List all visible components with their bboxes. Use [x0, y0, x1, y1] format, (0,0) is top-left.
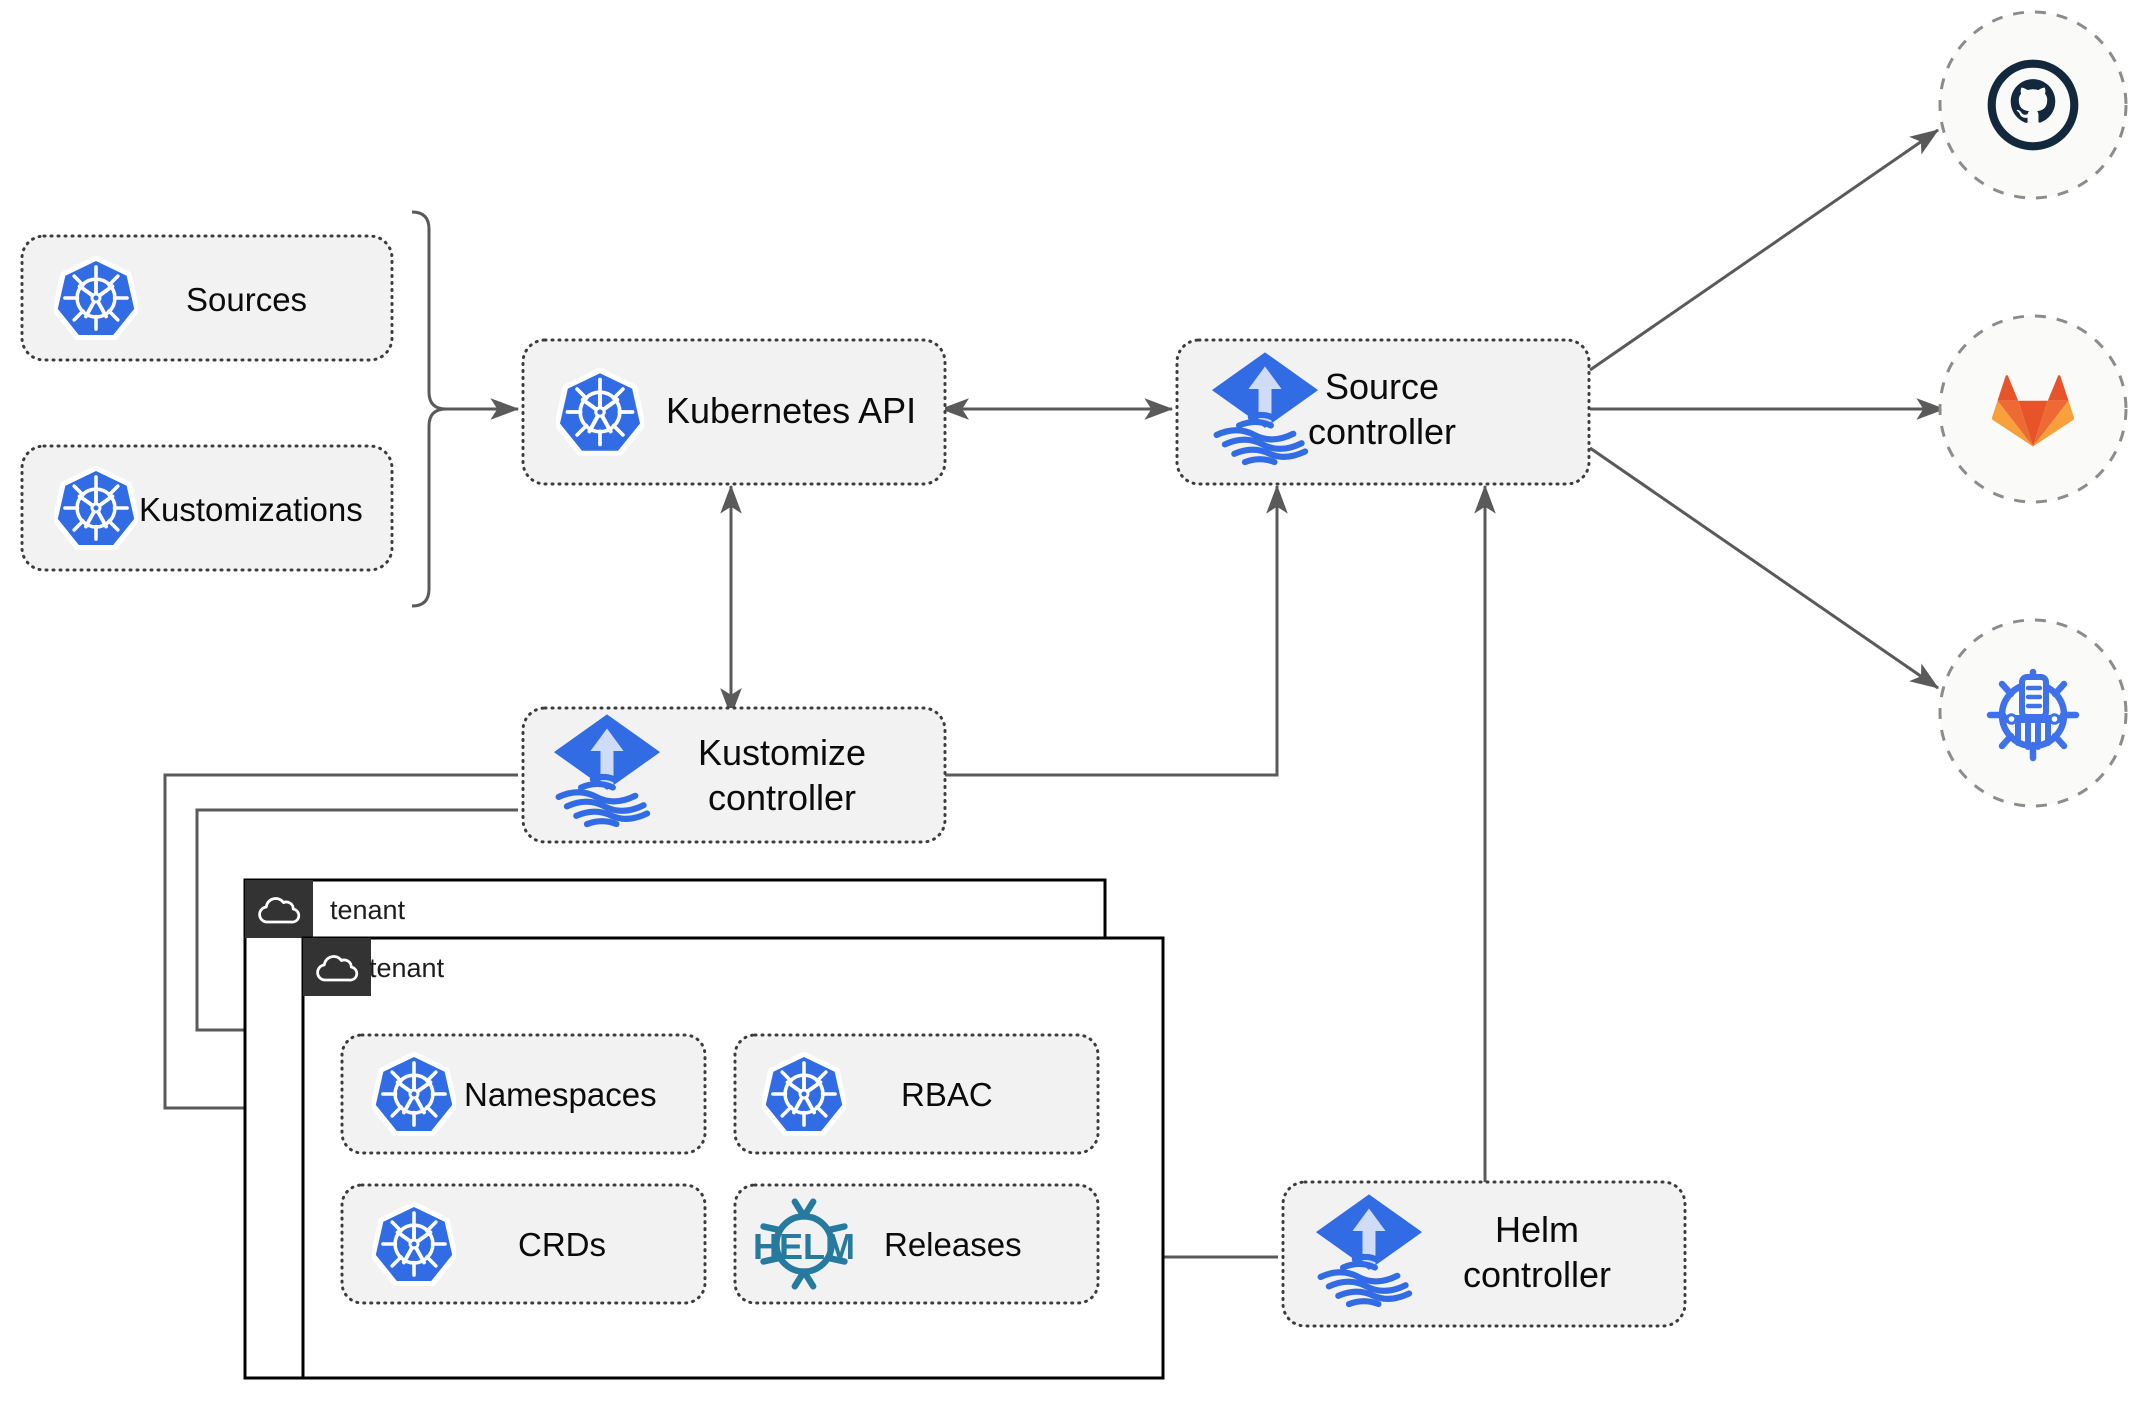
- node-namespaces[interactable]: Namespaces: [340, 1033, 707, 1155]
- crds-label: CRDs: [518, 1226, 606, 1263]
- kustomize-controller-label-line2: controller: [708, 777, 856, 818]
- releases-label: Releases: [884, 1226, 1022, 1263]
- rbac-label: RBAC: [901, 1076, 993, 1113]
- kubernetes-icon: [557, 371, 642, 454]
- kubernetes-icon: [373, 1205, 454, 1284]
- resources-bracket: [411, 210, 447, 608]
- kubernetes-icon: [373, 1055, 454, 1134]
- tenant-front[interactable]: tenant: [301, 936, 1165, 1380]
- node-rbac[interactable]: RBAC: [733, 1033, 1100, 1155]
- kustomizations-label: Kustomizations: [139, 491, 363, 528]
- github-circle: [1938, 10, 2128, 200]
- source-controller-label-line1: Source: [1325, 366, 1439, 407]
- tenant-front-label: tenant: [369, 953, 445, 983]
- bucket-icon: [1990, 672, 2076, 758]
- node-kustomize-controller[interactable]: Kustomize controller: [521, 706, 947, 844]
- node-kubernetes-api[interactable]: Kubernetes API: [521, 338, 947, 486]
- tenant-back-header: [245, 880, 313, 938]
- edge-kustomize-to-tenant-back: [163, 773, 518, 1119]
- kubernetes-icon: [763, 1055, 844, 1134]
- kubernetes-api-box: [521, 338, 947, 486]
- edge-source-to-bucket: [1589, 446, 1939, 690]
- kustomize-controller-label-line1: Kustomize: [698, 732, 866, 773]
- bucket-node[interactable]: [1938, 618, 2128, 808]
- releases-box: [733, 1183, 1100, 1305]
- sources-label: Sources: [186, 281, 307, 318]
- node-crds[interactable]: CRDs: [340, 1183, 707, 1305]
- kubernetes-icon: [55, 469, 136, 548]
- node-helm-controller[interactable]: Helm controller: [1281, 1180, 1687, 1328]
- edge-layer: [163, 128, 1946, 1268]
- github-node[interactable]: [1938, 10, 2128, 200]
- helm-controller-label-line1: Helm: [1495, 1209, 1579, 1250]
- helm-controller-label-line2: controller: [1463, 1254, 1611, 1295]
- tenant-back-label: tenant: [330, 895, 406, 925]
- node-sources[interactable]: Sources: [20, 234, 394, 362]
- tenant-front-header: [303, 938, 371, 996]
- helm-wordmark: HELM: [753, 1226, 855, 1267]
- kubernetes-api-label: Kubernetes API: [666, 390, 916, 431]
- gitlab-node[interactable]: [1938, 314, 2128, 504]
- node-releases[interactable]: HELM Releases: [733, 1183, 1100, 1305]
- source-controller-label-line2: controller: [1308, 411, 1456, 452]
- edge-kustomize-to-source: [945, 484, 1288, 777]
- kubernetes-icon: [55, 259, 136, 338]
- edge-source-to-github: [1589, 128, 1939, 372]
- node-source-controller[interactable]: Source controller: [1175, 338, 1591, 486]
- node-kustomizations[interactable]: Kustomizations: [20, 444, 394, 572]
- tenant-front-frame: [301, 936, 1165, 1380]
- namespaces-label: Namespaces: [464, 1076, 657, 1113]
- external-sources: [1938, 10, 2128, 808]
